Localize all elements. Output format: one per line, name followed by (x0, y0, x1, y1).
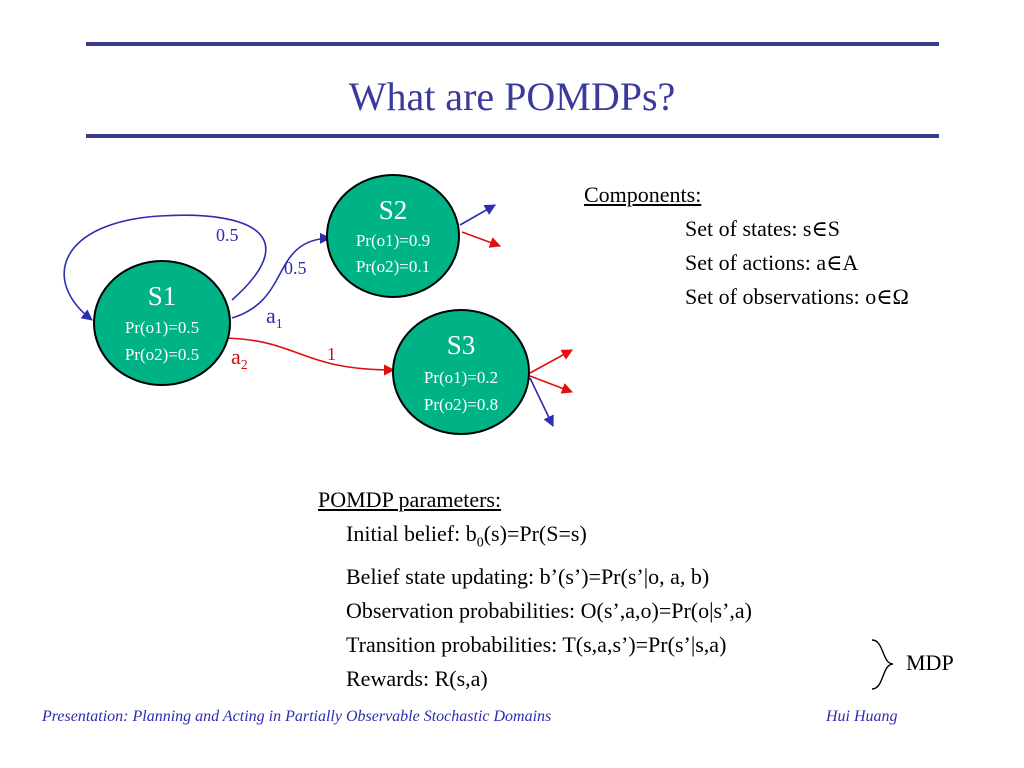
node-s1-line2: Pr(o2)=0.5 (125, 345, 199, 364)
top-rule (86, 42, 939, 46)
self-loop-edge (63, 214, 267, 321)
self-loop-prob: 0.5 (216, 225, 239, 245)
s2-out-blue (459, 204, 496, 226)
s1-to-s3-edge (224, 337, 396, 376)
node-s1-name: S1 (148, 281, 177, 311)
node-s3-line1: Pr(o1)=0.2 (424, 368, 498, 387)
node-s1: S1 Pr(o1)=0.5 Pr(o2)=0.5 (93, 260, 231, 386)
param-belief-update: Belief state updating: b’(s’)=Pr(s’|o, a… (346, 564, 710, 590)
slide-title: What are POMDPs? (348, 74, 676, 119)
component-actions: Set of actions: a∈A (685, 250, 859, 275)
node-s2: S2 Pr(o1)=0.9 Pr(o2)=0.1 (326, 174, 460, 298)
s1-to-s2-edge (231, 232, 332, 319)
s1-s2-prob: 0.5 (284, 258, 307, 278)
node-s3-line2: Pr(o2)=0.8 (424, 395, 498, 414)
node-s3: S3 Pr(o1)=0.2 Pr(o2)=0.8 (392, 309, 530, 435)
components-block: Components: Set of states: s∈S Set of ac… (584, 178, 909, 314)
component-observations: Set of observations: o∈Ω (685, 284, 909, 309)
param-initial-belief: Initial belief: b0(s)=Pr(S=s) (346, 521, 587, 551)
footer-author: Hui Huang (826, 708, 898, 725)
action-a1-label: a1 (266, 303, 283, 332)
component-states: Set of states: s∈S (685, 216, 841, 241)
node-s2-line2: Pr(o2)=0.1 (356, 257, 430, 276)
s3-out-red-1 (529, 349, 573, 374)
param-transition-prob: Transition probabilities: T(s,a,s’)=Pr(s… (346, 632, 727, 658)
node-s2-line1: Pr(o1)=0.9 (356, 231, 430, 250)
components-heading: Components: (584, 182, 702, 207)
footer-presentation-title: Presentation: Planning and Acting in Par… (42, 708, 552, 725)
param-rewards: Rewards: R(s,a) (346, 666, 488, 692)
mdp-label: MDP (906, 650, 954, 675)
node-s2-name: S2 (379, 195, 408, 225)
s1-s3-prob: 1 (327, 344, 336, 364)
node-s1-line1: Pr(o1)=0.5 (125, 318, 199, 337)
parameters-block: POMDP parameters: Initial belief: b0(s)=… (318, 483, 752, 696)
parameters-heading: POMDP parameters: (318, 487, 502, 512)
node-s3-name: S3 (447, 330, 476, 360)
bottom-rule (86, 134, 939, 138)
mdp-brace (871, 639, 894, 690)
action-a2-label: a2 (231, 344, 248, 373)
s2-out-red (461, 231, 502, 248)
s3-out-blue (529, 377, 554, 428)
s3-out-red-2 (529, 375, 574, 394)
param-observation-prob: Observation probabilities: O(s’,a,o)=Pr(… (346, 598, 752, 624)
